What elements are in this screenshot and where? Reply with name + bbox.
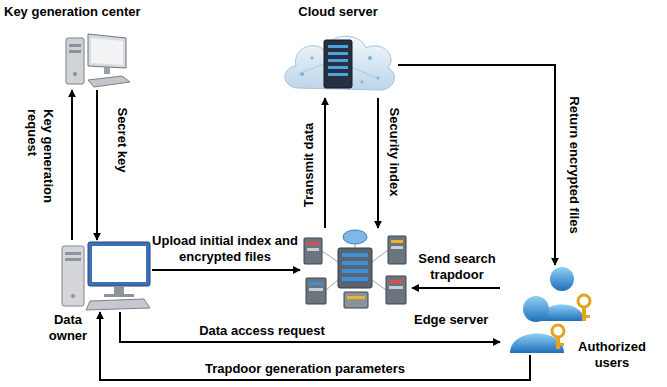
icon-part: [338, 248, 372, 288]
data-owner-node: Data owner: [60, 240, 152, 312]
flow-arrow: [152, 269, 300, 271]
icon-part: [342, 261, 368, 265]
icon-part: [344, 292, 368, 308]
icon-part: [342, 277, 368, 281]
icon-part: [388, 236, 406, 264]
edge-label: Transmit data: [301, 123, 317, 208]
flow-arrow: [120, 312, 500, 342]
cloud-server-node: Cloud server: [278, 28, 398, 98]
icon-part: [62, 246, 84, 306]
node-label: Key generation center: [4, 4, 141, 20]
icon-part: [586, 315, 590, 318]
icon-part: [309, 282, 323, 285]
flow-arrow: [71, 90, 73, 240]
icon-part: [278, 28, 398, 98]
key-center-node: Key generation center: [62, 30, 132, 90]
icon-part: [361, 81, 364, 84]
icon-part: [386, 276, 406, 304]
icon-part: [86, 299, 150, 310]
icon-part: [71, 294, 75, 298]
icon-part: [104, 67, 110, 74]
icon-part: [342, 269, 368, 273]
flow-arrow: [412, 287, 500, 289]
icon-part: [328, 52, 348, 55]
icon-part: [391, 246, 403, 249]
edge-label: Trapdoor generation parameters: [205, 361, 405, 377]
flow-arrow: [96, 90, 98, 240]
icon-part: [523, 296, 549, 322]
icon-part: [326, 280, 338, 290]
node-label: Data owner: [42, 312, 94, 344]
icon-part: [65, 252, 81, 255]
icon-part: [307, 242, 319, 245]
node-label: Authorized users: [570, 339, 654, 371]
icon-part: [322, 251, 338, 262]
icon-part: [92, 246, 146, 282]
icon-part: [556, 337, 560, 349]
icon-part: [60, 240, 152, 312]
icon-part: [307, 248, 319, 251]
icon-part: [69, 44, 81, 47]
icon-part: [355, 244, 356, 248]
flow-arrow: [324, 98, 326, 228]
icon-part: [328, 45, 348, 48]
flow-arrow: [398, 65, 555, 265]
icon-part: [343, 230, 367, 244]
icon-part: [66, 38, 84, 84]
edge-label: Data access request: [199, 323, 325, 339]
icon-part: [62, 30, 132, 90]
icon-part: [304, 238, 322, 264]
icon-part: [552, 325, 564, 337]
icon-part: [342, 253, 368, 257]
icon-part: [88, 76, 130, 87]
edge-label: Send search trapdoor: [413, 251, 501, 283]
icon-part: [322, 244, 388, 290]
icon-part: [352, 68, 378, 78]
edge-label: Return encrypted files: [566, 96, 582, 233]
edge-server-node: Edge server: [300, 228, 412, 310]
icon-part: [310, 56, 313, 59]
icon-part: [391, 240, 403, 243]
icon-part: [368, 56, 372, 60]
icon-part: [328, 73, 348, 76]
icon-part: [389, 280, 403, 283]
edge-label: Key generation request: [24, 109, 56, 221]
icon-part: [69, 50, 81, 53]
icon-part: [65, 258, 81, 261]
icon-part: [309, 288, 323, 291]
icon-part: [285, 36, 394, 90]
icon-part: [550, 267, 574, 291]
icon-part: [300, 228, 412, 310]
edge-label: Upload initial index and encrypted files: [150, 233, 300, 265]
node-label: Edge server: [414, 312, 488, 328]
node-label: Cloud server: [278, 4, 398, 20]
icon-part: [578, 295, 590, 307]
icon-part: [298, 64, 324, 74]
icon-part: [324, 40, 352, 88]
icon-part: [328, 59, 348, 62]
icon-part: [328, 66, 348, 69]
icon-part: [560, 343, 564, 346]
icon-part: [372, 280, 386, 290]
icon-part: [306, 278, 326, 304]
edge-label: Security index: [386, 108, 402, 197]
icon-part: [347, 296, 365, 299]
icon-part: [114, 286, 124, 294]
icon-part: [88, 34, 126, 68]
icon-part: [582, 307, 586, 321]
icon-part: [88, 242, 150, 286]
flow-arrow: [377, 98, 379, 228]
icon-part: [73, 72, 77, 76]
users-node: Authorized users: [500, 265, 600, 355]
icon-part: [91, 38, 123, 65]
icon-part: [104, 294, 134, 297]
icon-part: [389, 286, 403, 289]
edge-label: Secret key: [114, 107, 130, 172]
flow-arrow: [100, 312, 530, 380]
icon-part: [372, 250, 388, 262]
